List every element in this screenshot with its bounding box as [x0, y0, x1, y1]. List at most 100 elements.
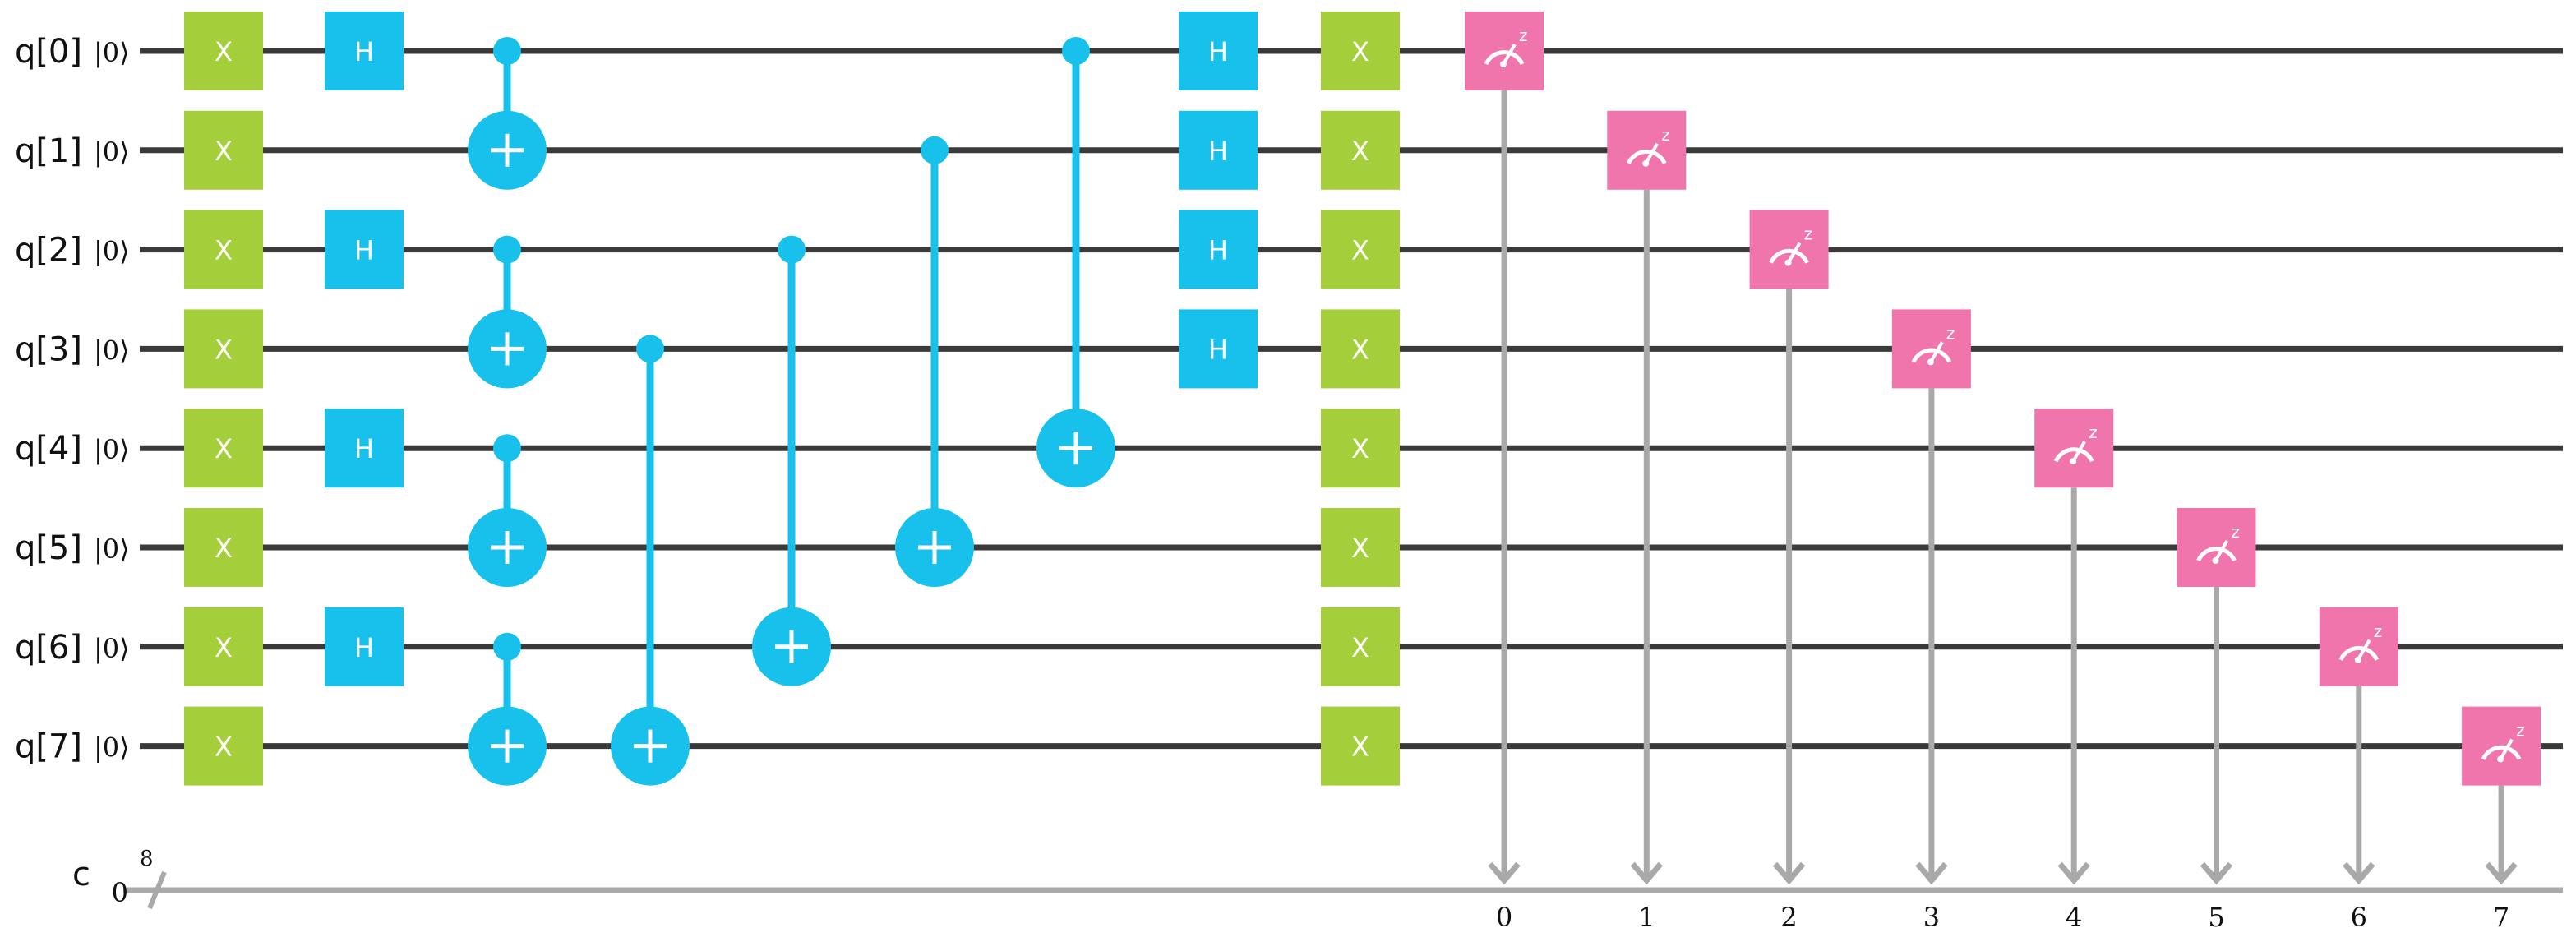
x-gate-label: X: [1351, 732, 1369, 763]
h-gate-q3-c7: [1179, 309, 1258, 389]
x-gate-q0-c8: [1321, 12, 1400, 90]
measure-arrow-icon: [1772, 861, 1806, 885]
x-gate-q5-c8: [1321, 508, 1400, 587]
meter-pivot-icon: [1927, 358, 1934, 366]
meter-dial-icon: [2338, 645, 2380, 661]
x-gate-label: X: [1351, 235, 1369, 266]
meter-needle-icon: [1644, 142, 1660, 164]
qubit-label-7: q[7]: [15, 728, 82, 766]
measure-arrow-icon: [2485, 861, 2518, 885]
meter-z-label: z: [2232, 522, 2241, 542]
x-gate-q7-c0: [184, 706, 263, 786]
meter-pivot-icon: [2354, 656, 2361, 663]
classical-bit-label-7: 7: [2493, 902, 2509, 928]
x-gate-label: X: [1351, 334, 1369, 365]
measure-arrow-icon: [2343, 861, 2375, 885]
x-gate-q3-c0: [184, 309, 263, 389]
qubit-init-0: |0⟩: [94, 37, 130, 68]
classical-bit-label-1: 1: [1638, 902, 1655, 928]
x-gate-label: X: [1351, 36, 1369, 67]
meter-dial-icon: [2053, 447, 2094, 463]
qubit-label-5: q[5]: [15, 529, 82, 567]
h-gate-label: H: [1208, 334, 1228, 365]
cnot-control-dot-q2: [778, 235, 806, 264]
cnot-control-dot-q2: [493, 235, 521, 264]
x-gate-label: X: [215, 334, 233, 365]
measure-arrow-icon: [1915, 861, 1948, 885]
h-gate-label: H: [1208, 36, 1228, 67]
meter-needle-icon: [1786, 242, 1802, 264]
h-gate-q1-c7: [1179, 110, 1258, 190]
meter-needle-icon: [2214, 539, 2229, 562]
classical-init: 0: [112, 877, 128, 908]
x-gate-label: X: [1351, 433, 1369, 464]
classical-bit-label-6: 6: [2351, 902, 2367, 928]
h-gate-q4-c1: [325, 409, 404, 488]
x-gate-q1-c8: [1321, 110, 1400, 190]
x-gate-q4-c8: [1321, 409, 1400, 488]
x-gate-label: X: [215, 732, 233, 763]
h-gate-label: H: [1208, 136, 1228, 167]
cnot-control-dot-q0: [1062, 37, 1090, 65]
meter-z-label: z: [1946, 323, 1955, 343]
cnot-control-dot-q1: [921, 136, 949, 164]
meter-dial-icon: [1769, 248, 1809, 264]
meter-needle-icon: [1502, 43, 1517, 66]
links-layer: [1488, 90, 2518, 885]
h-gate-q0-c1: [325, 12, 404, 90]
classical-bit-label-3: 3: [1923, 902, 1940, 928]
meter-dial-icon: [1627, 149, 1667, 164]
h-gate-q2-c1: [325, 210, 404, 289]
qubit-label-2: q[2]: [15, 232, 82, 270]
cnot-control-dot-q0: [493, 37, 521, 65]
classical-register-slash: [147, 870, 167, 910]
x-gate-q0-c0: [184, 12, 263, 90]
classical-label: c: [72, 856, 90, 893]
qubit-label-4: q[4]: [15, 430, 82, 468]
measure-arrow-icon: [2200, 861, 2233, 885]
qubit-init-3: |0⟩: [94, 335, 130, 366]
classical-bit-label-2: 2: [1780, 902, 1797, 928]
meter-pivot-icon: [2212, 557, 2219, 564]
meter-z-label: z: [1661, 125, 1670, 145]
meter-z-label: z: [1804, 224, 1813, 244]
classical-width: 8: [140, 847, 154, 871]
x-gate-q4-c0: [184, 409, 263, 488]
x-gate-q2-c0: [184, 210, 263, 289]
x-gate-label: X: [215, 533, 233, 564]
cnot-control-dot-q3: [636, 335, 664, 363]
meter-pivot-icon: [1784, 259, 1792, 266]
measure-arrow-icon: [2057, 861, 2090, 885]
cnot-control-dot-q4: [493, 434, 521, 463]
meter-pivot-icon: [1642, 159, 1650, 167]
x-gate-q3-c8: [1321, 309, 1400, 389]
measure-arrow-icon: [1488, 861, 1521, 885]
qubit-label-0: q[0]: [15, 33, 82, 71]
measure-arrow-icon: [1630, 861, 1663, 885]
classical-bit-label-4: 4: [2066, 902, 2082, 928]
h-gate-q6-c1: [325, 607, 404, 686]
h-gate-label: H: [354, 632, 374, 663]
qubit-init-5: |0⟩: [94, 533, 130, 565]
meter-z-label: z: [2516, 721, 2525, 741]
qubit-init-7: |0⟩: [94, 732, 130, 764]
x-gate-label: X: [215, 433, 233, 464]
meter-dial-icon: [1484, 50, 1525, 66]
qubit-init-6: |0⟩: [94, 633, 130, 664]
x-gate-label: X: [215, 136, 233, 167]
x-gate-label: X: [1351, 533, 1369, 564]
h-gate-label: H: [1208, 235, 1228, 266]
x-gate-q5-c0: [184, 508, 263, 587]
h-gate-label: H: [354, 433, 374, 464]
meter-needle-icon: [2499, 738, 2514, 760]
classical-bit-label-0: 0: [1496, 902, 1512, 928]
qubit-init-2: |0⟩: [94, 236, 130, 267]
qubit-label-3: q[3]: [15, 330, 82, 368]
h-gate-label: H: [354, 235, 374, 266]
qubit-label-1: q[1]: [15, 132, 82, 170]
qubit-label-6: q[6]: [15, 629, 82, 667]
x-gate-label: X: [215, 632, 233, 663]
classical-bit-label-5: 5: [2208, 902, 2224, 928]
